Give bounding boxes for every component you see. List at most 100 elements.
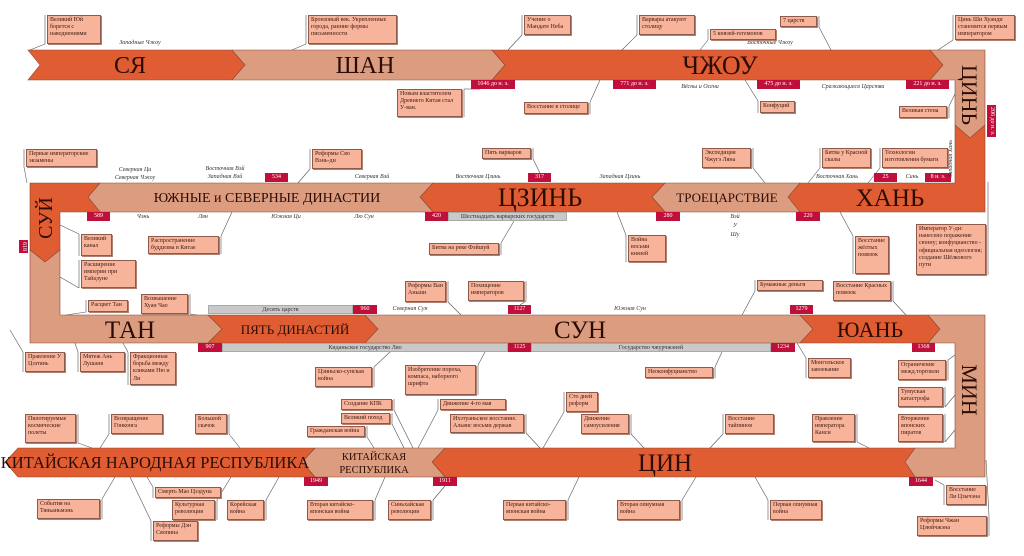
- leader-line: [265, 476, 280, 501]
- leader-line: [9, 329, 24, 353]
- event-box: Возвышение Хуан Чао: [141, 294, 188, 314]
- leader-line: [220, 211, 233, 237]
- event-box: Ихэтуаньское восстание. Альянс восьми де…: [450, 414, 524, 433]
- era-label: Северная Ци: [118, 167, 152, 173]
- event-box: Первые императорские экзамены: [26, 149, 97, 167]
- leader-line: [146, 476, 154, 488]
- leader-line: [432, 485, 446, 501]
- event-box: Культурная революция: [172, 500, 215, 520]
- leader-line: [391, 423, 405, 449]
- leader-line: [77, 442, 93, 449]
- event-box: Расширение империи при Тайцзуне: [81, 260, 136, 288]
- leader-line: [681, 476, 697, 501]
- era-label: Вэй: [730, 214, 740, 220]
- event-box: Неоконфуцианство: [645, 367, 713, 378]
- event-box: Реформы Дэн Сяопина: [153, 521, 198, 541]
- leader-line: [519, 300, 527, 306]
- label-zhou: ЧЖОУ: [682, 51, 758, 80]
- leader-line: [507, 34, 523, 51]
- leader-line: [366, 436, 375, 449]
- era-label: Западная Вэй: [207, 174, 243, 180]
- leader-line: [297, 168, 311, 184]
- event-box: События на Тяньаньмэнь: [37, 499, 100, 519]
- date-tag: 907: [198, 343, 222, 352]
- event-box: Битва на реке Фэйшуй: [429, 243, 499, 255]
- event-box: Распространение буддизма в Китае: [148, 236, 219, 254]
- event-box: Великий канал: [81, 234, 112, 256]
- era-label: Синь: [905, 174, 919, 180]
- leader-line: [985, 459, 990, 517]
- label-sui: СУЙ: [34, 197, 57, 239]
- leader-line: [477, 351, 486, 366]
- leader-line: [59, 276, 80, 289]
- event-box: Пилотируемые космические полеты: [25, 414, 76, 443]
- label-qin: ЦИНЬ: [957, 65, 982, 125]
- label-qing: ЦИН: [638, 450, 692, 477]
- leader-line: [856, 441, 870, 449]
- leader-line: [621, 34, 638, 51]
- date-tag: 220: [796, 212, 820, 221]
- event-box: Создание КПК: [341, 399, 392, 410]
- event-box: Изобретение пороха, компаса, наборного ш…: [405, 365, 476, 395]
- event-box: Реформы Чжан Цзюйчжэна: [917, 516, 987, 536]
- event-box: Мятеж Ань Лушаня: [80, 352, 125, 372]
- era-label: Западные Чжоу: [119, 40, 161, 46]
- date-tag: 1644: [909, 477, 933, 486]
- label-five-dynasties: ПЯТЬ ДИНАСТИЙ: [241, 322, 350, 337]
- leader-line: [228, 433, 241, 449]
- leader-line: [447, 301, 462, 316]
- label-shang: ШАН: [336, 53, 395, 79]
- era-label: Южная Сун: [614, 306, 646, 312]
- label-yuan: ЮАНЬ: [837, 317, 903, 342]
- leader-line: [714, 351, 723, 368]
- event-box: Ограничение межд.торговли: [898, 360, 946, 380]
- date-tag: 221 до н. э.: [906, 80, 949, 89]
- era-label: Южная Ци: [271, 214, 301, 220]
- era-label: Западная Хань: [948, 140, 954, 178]
- event-box: Возвращение Гонконга: [111, 414, 163, 434]
- leader-line: [122, 342, 129, 353]
- event-box: 7 царств: [780, 16, 817, 27]
- label-song: СУН: [554, 317, 606, 344]
- era-label: Вёсны и Осени: [681, 84, 719, 90]
- leader-line: [630, 433, 645, 449]
- era-label: Восточная Хань: [815, 174, 859, 180]
- event-box: Варвары атакуют столицу: [639, 15, 695, 35]
- leader-line: [752, 167, 766, 184]
- leader-line: [892, 300, 907, 316]
- event-box: Корейская война: [227, 500, 264, 520]
- leader-line: [839, 211, 854, 237]
- date-tag: 1046 до н. э.: [471, 80, 515, 89]
- leader-line: [23, 166, 28, 184]
- date-tag: 1127: [508, 305, 531, 314]
- parallel-state-bar: Государство чжурчжэней: [531, 343, 771, 352]
- event-box: Пять варваров: [482, 148, 531, 159]
- label-han: ХАНЬ: [856, 185, 925, 212]
- date-tag: 1279: [790, 305, 813, 314]
- parallel-state-bar: Шестнадцать варварских государств: [448, 212, 567, 221]
- label-ming: МИН: [957, 364, 982, 415]
- date-tag: 8 н. э.: [925, 173, 951, 182]
- leader-line: [29, 43, 46, 51]
- event-box: Вторая китайско-японская война: [307, 500, 373, 520]
- date-tag: 1949: [304, 477, 328, 486]
- event-box: Великий поход: [341, 413, 390, 424]
- leader-line: [699, 39, 709, 51]
- event-box: Восстание в столице: [524, 102, 588, 114]
- event-box: Битва у Красной скалы: [822, 148, 871, 168]
- event-box: Вторая опиумная война: [617, 500, 680, 520]
- event-box: Гражданская война: [307, 426, 365, 437]
- leader-line: [744, 79, 759, 102]
- label-xia: СЯ: [114, 53, 146, 79]
- event-box: Бронзовый век. Укрепленные города, ранни…: [308, 15, 397, 44]
- date-tag: 420: [425, 212, 448, 221]
- date-tag: 1911: [433, 477, 457, 486]
- event-box: Великий Юй борется с наводнениями: [47, 15, 101, 44]
- date-tag: 475 до н. э.: [757, 80, 800, 89]
- era-label: Лю Сун: [354, 214, 374, 220]
- era-label: Сражающиеся Царства: [821, 84, 885, 90]
- label-prc: КИТАЙСКАЯ НАРОДНАЯ РЕСПУБЛИКА: [1, 453, 310, 472]
- leader-line: [525, 432, 541, 449]
